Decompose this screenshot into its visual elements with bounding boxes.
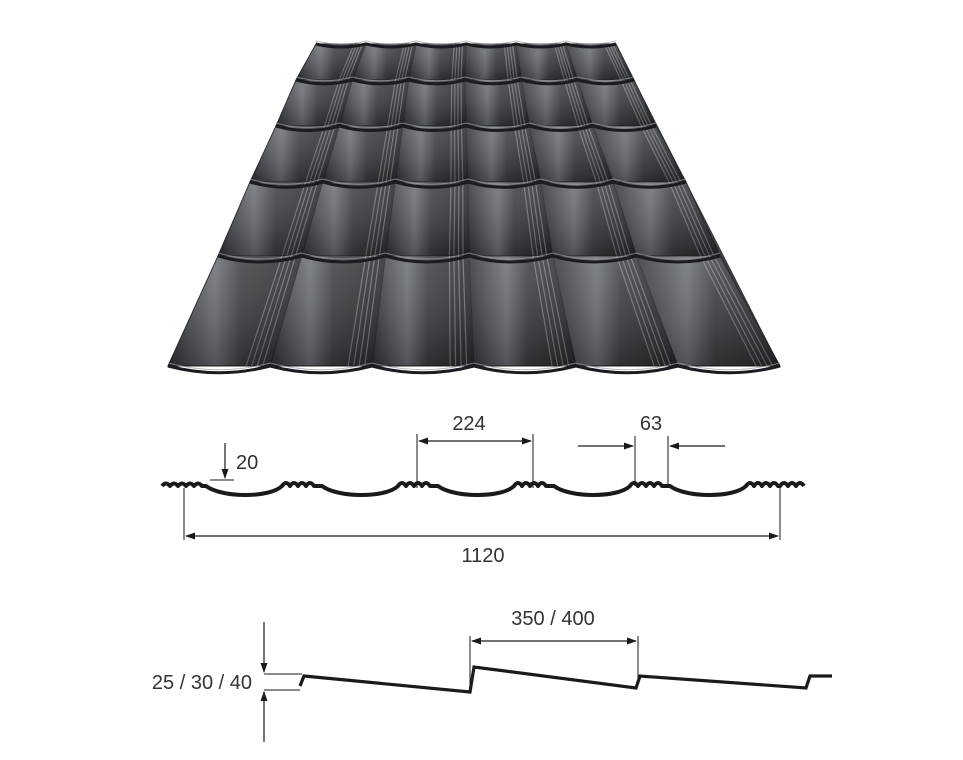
cross-section-profile-line xyxy=(160,481,806,497)
tile-step-edge xyxy=(275,124,657,132)
tile-step-edge xyxy=(249,180,687,189)
label-20: 20 xyxy=(236,452,258,474)
tile-step-edge xyxy=(295,78,635,86)
tile-step-highlight xyxy=(315,40,617,45)
side-section-profile-line xyxy=(298,665,832,694)
tile-step-edge xyxy=(315,42,617,49)
tile-step-edge xyxy=(217,254,721,264)
tile-step-highlight xyxy=(275,122,657,128)
side-section-profile: 350 / 400 25 / 30 / 40 xyxy=(152,608,832,742)
tile-row-shade xyxy=(168,256,780,366)
label-350-400: 350 / 400 xyxy=(511,608,594,630)
tile-row-shade xyxy=(276,80,656,126)
label-224: 224 xyxy=(452,413,485,435)
label-25-30-40: 25 / 30 / 40 xyxy=(152,672,252,694)
tile-step-highlight xyxy=(217,252,721,260)
tile-row-shade xyxy=(250,126,686,182)
label-63: 63 xyxy=(640,413,662,435)
tile-step-highlight xyxy=(167,362,781,371)
tile-step-highlight xyxy=(295,76,635,82)
tile-row-shade xyxy=(296,44,634,80)
tile-step-edge xyxy=(167,364,781,375)
cross-section-profile: 224 63 20 1120 xyxy=(160,413,806,567)
label-1120: 1120 xyxy=(461,545,504,567)
tile-step-highlight xyxy=(249,178,687,185)
roof-tile-sheet-illustration xyxy=(167,40,781,375)
tile-row-shade xyxy=(218,182,720,256)
